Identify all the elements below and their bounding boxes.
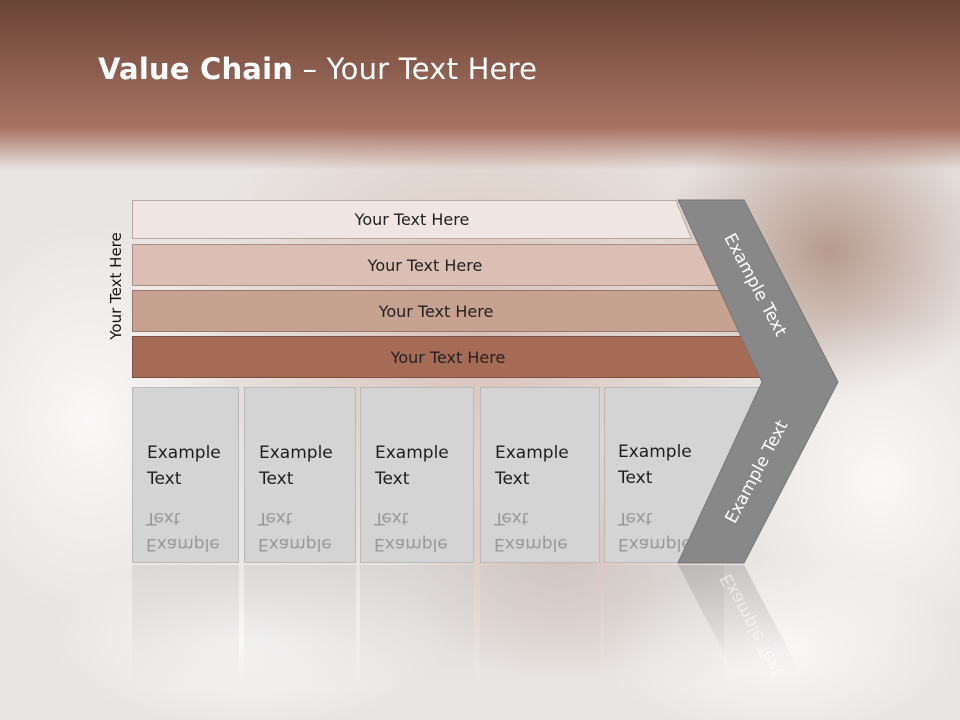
example-box-4-line1: Example (495, 443, 569, 463)
title-bold: Value Chain (98, 52, 294, 86)
bar-1-label: Your Text Here (354, 210, 470, 229)
example-box-3-line2: Text (375, 469, 410, 489)
chevron-reflection (678, 565, 800, 672)
bar-1-shape (132, 200, 692, 239)
example-box-4: Example Text (480, 387, 600, 563)
example-box-1-line2: Text (147, 469, 182, 489)
example-box-3-line1: Example (375, 443, 449, 463)
bar-3: Your Text Here (132, 290, 740, 332)
example-box-2: Example Text (244, 387, 356, 563)
example-box-5-line2: Text (618, 468, 653, 488)
example-box-5-line1: Example (618, 442, 692, 462)
bar-1: Your Text Here (132, 200, 692, 239)
example-box-1-line1: Example (147, 443, 221, 463)
slide-title: Value Chain – Your Text Here (98, 52, 537, 86)
bar-3-label: Your Text Here (378, 301, 494, 321)
title-rest: – Your Text Here (293, 52, 538, 86)
example-box-5: Example Text (604, 387, 761, 563)
example-box-4-line2: Text (495, 469, 530, 489)
bar-4-label: Your Text Here (390, 347, 506, 367)
example-box-1: Example Text (132, 387, 239, 563)
example-box-2-line2: Text (259, 469, 294, 489)
example-box-2-line1: Example (259, 443, 333, 463)
chevron-shape (677, 199, 839, 564)
bar-2-label: Your Text Here (367, 255, 483, 275)
example-box-3: Example Text (360, 387, 474, 563)
